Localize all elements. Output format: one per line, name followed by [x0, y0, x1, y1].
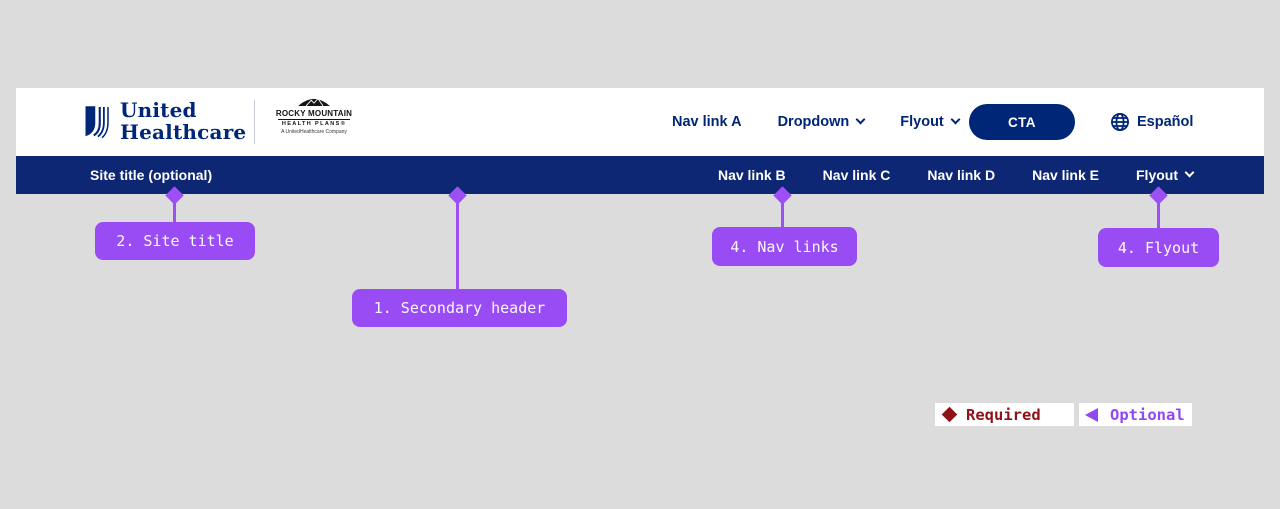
legend-optional: Optional: [1079, 403, 1192, 426]
secondary-nav: Nav link B Nav link C Nav link D Nav lin…: [718, 156, 1195, 194]
required-diamond-icon: [941, 406, 958, 423]
unitedhealthcare-wordmark: United Healthcare: [120, 99, 246, 143]
annotation-site-title: 2. Site title: [95, 222, 255, 260]
brand-divider: [254, 100, 255, 144]
annotation-secondary-header: 1. Secondary header: [352, 289, 567, 327]
nav-dropdown[interactable]: Dropdown: [777, 114, 866, 130]
annotation-label: 1. Secondary header: [373, 299, 546, 317]
cta-button[interactable]: CTA: [969, 104, 1075, 140]
annotation-label: 4. Flyout: [1117, 238, 1200, 257]
optional-triangle-icon: [1085, 407, 1098, 422]
nav-link-c-label: Nav link C: [822, 167, 891, 183]
partner-name: ROCKY MOUNTAIN: [275, 109, 353, 118]
primary-header: United Healthcare ROCKY MOUNTAIN HEALTH …: [16, 88, 1264, 156]
partner-tagline: A UnitedHealthcare Company: [281, 129, 347, 135]
globe-icon: [1110, 112, 1130, 132]
nav-link-b[interactable]: Nav link B: [718, 167, 786, 183]
annotation-connector: [456, 196, 459, 289]
nav-flyout-label: Flyout: [900, 114, 944, 130]
nav-link-e[interactable]: Nav link E: [1032, 167, 1099, 183]
unitedhealthcare-shield-icon: [85, 106, 109, 139]
annotation-connector: [173, 196, 176, 222]
nav-link-b-label: Nav link B: [717, 167, 786, 183]
language-toggle[interactable]: Español: [1110, 88, 1193, 156]
annotation-connector: [781, 196, 784, 227]
annotation-label: 4. Nav links: [730, 237, 839, 256]
chevron-down-icon: [950, 114, 961, 125]
language-label: Español: [1137, 114, 1194, 130]
legend-optional-label: Optional: [1110, 405, 1185, 424]
nav-link-a-label: Nav link A: [672, 114, 742, 130]
legend-required-label: Required: [966, 405, 1041, 424]
rocky-mountain-logo: ROCKY MOUNTAIN HEALTH PLANS® A UnitedHea…: [268, 96, 360, 135]
mountain-icon: [298, 97, 330, 107]
nav-flyout[interactable]: Flyout: [900, 114, 961, 130]
legend-required: Required: [935, 403, 1074, 426]
nav-link-d-label: Nav link D: [927, 167, 996, 183]
secondary-flyout[interactable]: Flyout: [1136, 167, 1195, 183]
nav-link-d[interactable]: Nav link D: [927, 167, 995, 183]
annotation-nav-links: 4. Nav links: [712, 227, 857, 266]
partner-subname: HEALTH PLANS®: [278, 119, 350, 127]
annotation-flyout: 4. Flyout: [1098, 228, 1219, 267]
secondary-flyout-label: Flyout: [1136, 167, 1178, 183]
annotation-connector: [1157, 196, 1160, 228]
nav-link-a[interactable]: Nav link A: [672, 114, 742, 130]
nav-dropdown-label: Dropdown: [777, 114, 850, 130]
nav-link-e-label: Nav link E: [1032, 167, 1099, 183]
chevron-down-icon: [1184, 167, 1195, 178]
secondary-header-bar: Site title (optional) Nav link B Nav lin…: [16, 156, 1264, 194]
annotation-label: 2. Site title: [116, 232, 234, 250]
nav-link-c[interactable]: Nav link C: [823, 167, 891, 183]
wordmark-line-2: Healthcare: [120, 120, 247, 144]
site-title: Site title (optional): [90, 167, 213, 183]
wordmark-line-1: United: [120, 98, 197, 122]
primary-nav: Nav link A Dropdown Flyout: [672, 88, 961, 156]
chevron-down-icon: [855, 114, 866, 125]
